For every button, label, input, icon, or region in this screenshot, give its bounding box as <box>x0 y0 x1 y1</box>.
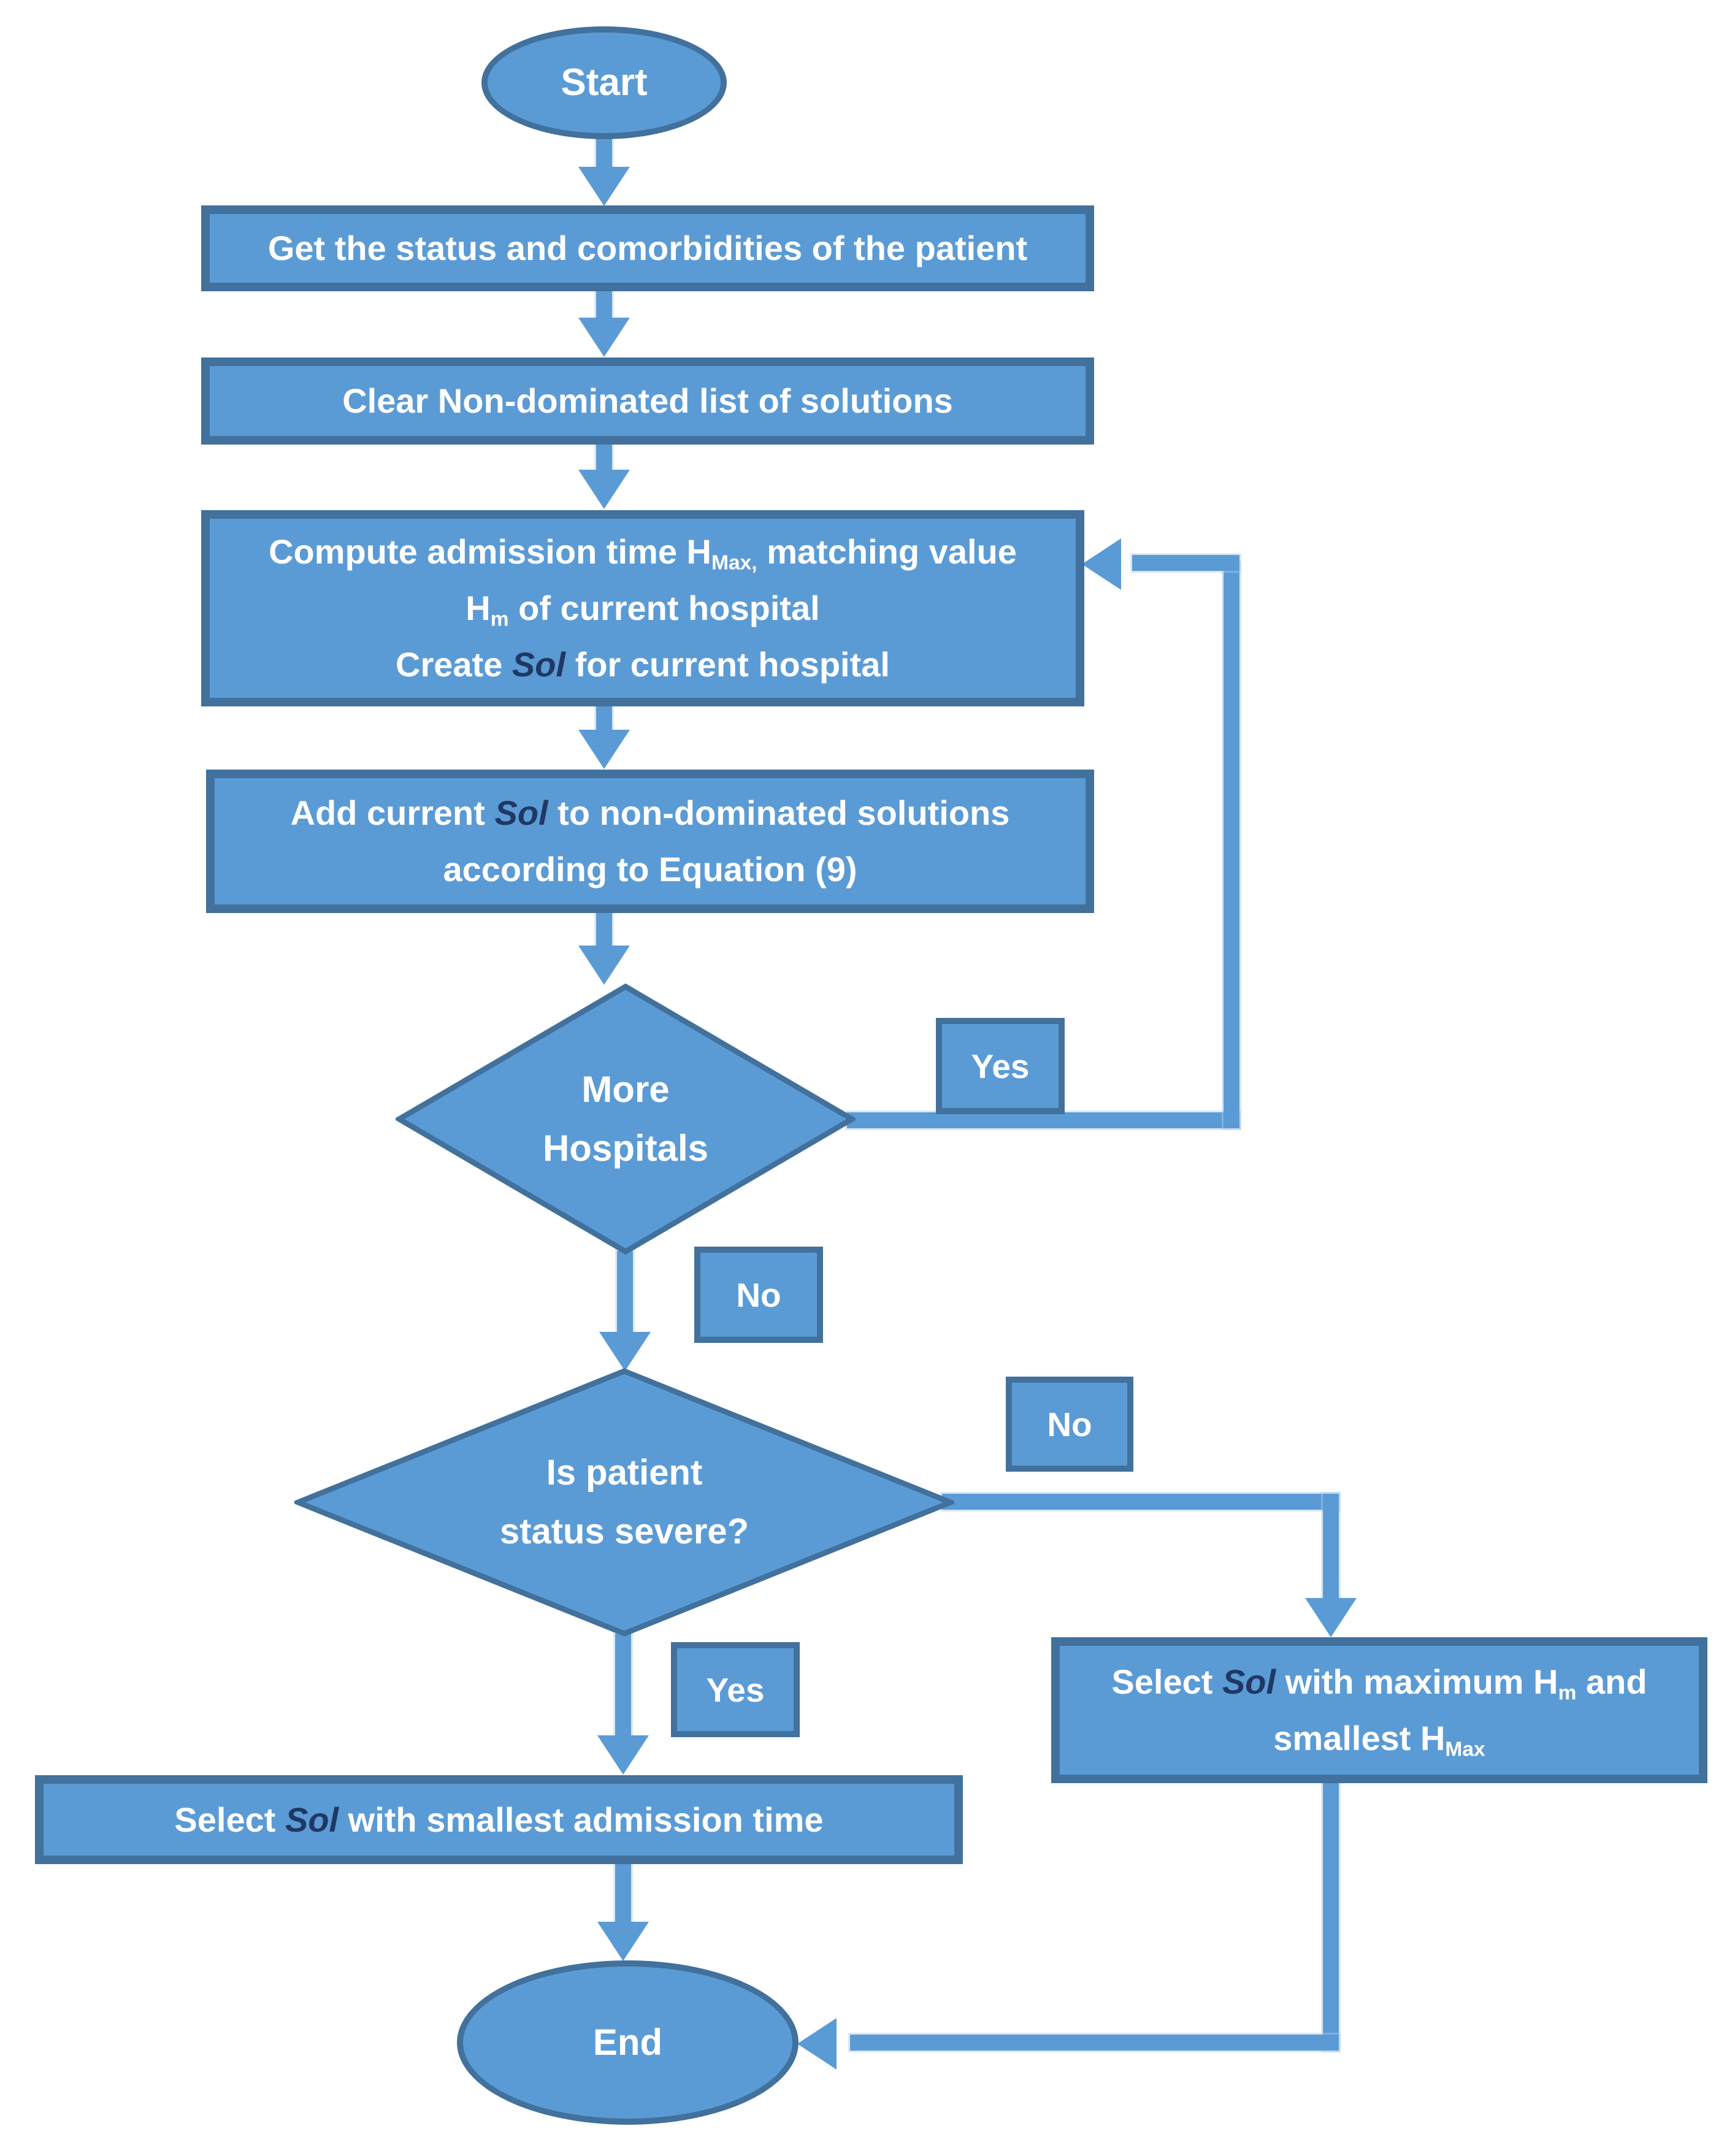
process-add-sol: Add current Sol to non-dominated solutio… <box>206 770 1094 913</box>
diamond-polygon <box>396 983 856 1255</box>
arrow-compute-to-add-sol <box>596 706 612 734</box>
arrowhead-down-icon <box>1305 1598 1357 1637</box>
process-text: Get the status and comorbidities of the … <box>267 229 1028 267</box>
process-select-smallest: Select Sol with smallest admission time <box>35 1775 963 1864</box>
edge-label-text: No <box>736 1275 781 1314</box>
branch-no-vertical-segment <box>1323 1494 1339 1599</box>
arrowhead-down-icon <box>599 1332 651 1371</box>
arrowhead-left-icon <box>1082 538 1121 590</box>
arrowhead-down-icon <box>578 167 630 206</box>
process-compute-admission: Compute admission time HMax, matching va… <box>201 510 1084 706</box>
edge-label-yes-loop: Yes <box>936 1018 1065 1114</box>
arrow-select-smallest-to-end <box>615 1864 631 1925</box>
process-select-max: Select Sol with maximum Hm and smallest … <box>1051 1637 1707 1783</box>
edge-label-text: Yes <box>706 1670 765 1709</box>
edge-label-no-right: No <box>1006 1377 1133 1472</box>
decision-patient-severe: Is patient status severe? <box>294 1367 954 1637</box>
process-text-line: smallest HMax <box>1273 1719 1485 1761</box>
process-text-line: Hm of current hospital <box>465 589 820 631</box>
process-text-line: Create Sol for current hospital <box>396 645 890 684</box>
start-label: Start <box>561 61 648 104</box>
edge-label-no-down: No <box>694 1247 823 1343</box>
decision-text-line: Hospitals <box>542 1128 709 1169</box>
arrowhead-down-icon <box>578 318 630 357</box>
process-text: Select Sol with smallest admission time <box>174 1800 824 1839</box>
arrow-more-hospitals-to-severity <box>617 1251 633 1336</box>
arrow-select-max-vertical-segment <box>1323 1783 1339 2051</box>
arrowhead-down-icon <box>597 1922 649 1961</box>
decision-text: More Hospitals <box>396 983 856 1255</box>
arrow-start-to-get-status <box>596 139 612 170</box>
edge-label-text: No <box>1047 1405 1092 1443</box>
process-text: Clear Non-dominated list of solutions <box>342 381 953 420</box>
loop-yes-vertical-segment <box>1224 563 1239 1128</box>
arrow-select-max-to-end-segment <box>850 2035 1339 2051</box>
arrowhead-down-icon <box>578 470 630 509</box>
diamond-polygon <box>294 1368 954 1637</box>
decision-text-line: Is patient <box>546 1453 703 1493</box>
process-clear-list: Clear Non-dominated list of solutions <box>201 357 1094 445</box>
process-text-line: Compute admission time HMax, matching va… <box>269 532 1017 575</box>
edge-label-yes-down: Yes <box>671 1642 800 1737</box>
loop-yes-return-segment <box>1132 555 1239 571</box>
decision-text-line: status severe? <box>499 1512 749 1551</box>
process-get-status: Get the status and comorbidities of the … <box>201 205 1094 291</box>
arrow-add-sol-to-more-hospitals <box>596 913 612 949</box>
branch-no-horizontal-segment <box>942 1494 1339 1510</box>
arrowhead-down-icon <box>578 730 630 769</box>
arrowhead-left-icon <box>797 2018 837 2070</box>
arrow-severity-to-select-smallest <box>615 1634 631 1739</box>
diamond-shape <box>396 983 856 1255</box>
process-text-line: according to Equation (9) <box>443 850 857 889</box>
process-text-line: Add current Sol to non-dominated solutio… <box>290 793 1010 832</box>
end-label: End <box>592 2022 663 2063</box>
edge-label-text: Yes <box>971 1047 1030 1085</box>
arrow-clear-list-to-compute <box>596 445 612 474</box>
decision-text: Is patient status severe? <box>294 1367 954 1637</box>
end-node: End <box>457 1960 799 2125</box>
process-text-line: Select Sol with maximum Hm and <box>1111 1662 1647 1705</box>
diamond-shape <box>294 1368 954 1637</box>
arrowhead-down-icon <box>597 1735 649 1775</box>
arrow-get-status-to-clear-list <box>596 291 612 322</box>
decision-text-line: More <box>581 1069 670 1110</box>
arrowhead-down-icon <box>578 946 630 985</box>
loop-yes-horizontal-segment <box>847 1112 1239 1128</box>
decision-more-hospitals: More Hospitals <box>396 983 856 1255</box>
start-node: Start <box>481 26 727 139</box>
